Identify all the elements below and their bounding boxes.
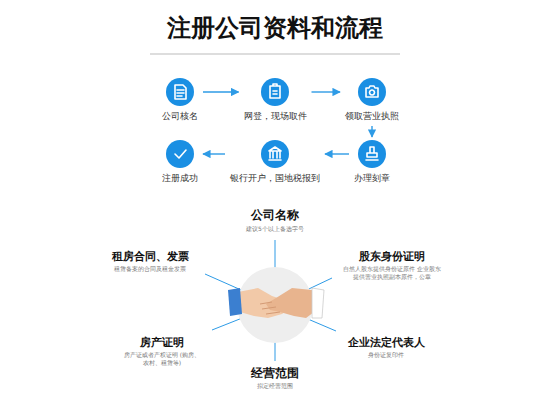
step-icon	[166, 78, 194, 106]
item-note: 拟定经营范围	[225, 382, 325, 390]
step-label: 办理刻章	[352, 172, 392, 185]
item-note: 身份证复印件	[336, 351, 436, 359]
handshake	[228, 267, 324, 343]
item-note: 建议5个以上备选字号	[215, 225, 335, 233]
flow-arrow	[203, 153, 225, 154]
step-icon	[358, 78, 386, 106]
item-heading: 经营范围	[220, 366, 330, 381]
item-heading: 公司名称	[215, 208, 335, 223]
step-label: 网登，现场取件	[242, 110, 309, 123]
step-icon	[261, 140, 289, 168]
item-heading: 企业法定代表人	[331, 336, 441, 350]
item-heading: 房产证明	[112, 336, 212, 350]
item-heading: 租房合同、发票	[95, 250, 205, 264]
step-label: 注册成功	[160, 172, 200, 185]
step-node: 领取营业执照	[343, 78, 401, 123]
step-node: 办理刻章	[352, 140, 392, 185]
step-icon	[261, 78, 289, 106]
step-node: 银行开户，国地税报到	[228, 140, 322, 185]
flow-arrow	[371, 126, 372, 137]
step-label: 领取营业执照	[343, 110, 401, 123]
step-label: 银行开户，国地税报到	[228, 172, 322, 185]
step-node: 网登，现场取件	[242, 78, 309, 123]
step-icon	[358, 140, 386, 168]
title-rule	[150, 54, 400, 55]
step-node: 注册成功	[160, 140, 200, 185]
step-label: 公司核名	[160, 110, 200, 123]
item-note: 租赁备案的合同及租金发票	[100, 265, 200, 273]
flow-arrow	[312, 91, 341, 92]
step-node: 公司核名	[160, 78, 200, 123]
step-icon	[166, 140, 194, 168]
page-title: 注册公司资料和流程	[0, 12, 550, 44]
item-heading: 股东身份证明	[337, 250, 447, 264]
flow-arrow	[325, 153, 349, 154]
item-note: 房产证或者产权证明 (购房、农村、租赁等)	[122, 351, 202, 366]
leader-lines	[205, 240, 336, 361]
item-note: 自然人股东提供身份证原件 企业股东提供营业执照副本原件，公章	[342, 265, 442, 280]
flow-arrow	[203, 91, 239, 92]
